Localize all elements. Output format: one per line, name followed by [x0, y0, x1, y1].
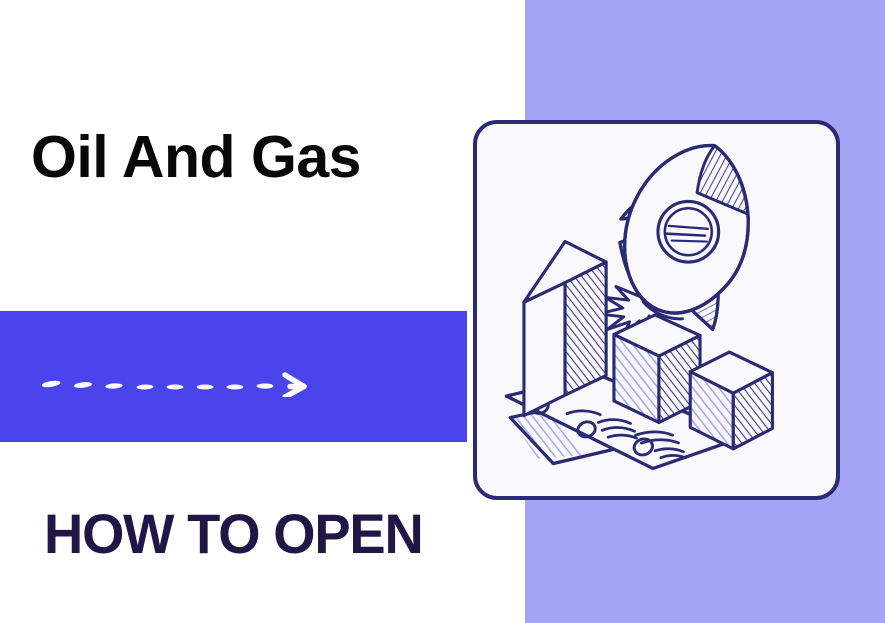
page-title: Oil And Gas	[31, 124, 361, 190]
bullet-circle-icon	[632, 437, 654, 457]
dashed-arrow-svg	[41, 372, 307, 400]
dashed-arrow-right-icon	[41, 367, 312, 400]
rocket-icon	[596, 143, 750, 339]
bar-1	[522, 239, 608, 418]
illustration-card	[473, 120, 840, 500]
rocket-window-icon	[656, 199, 721, 264]
section-heading: HOW TO OPEN	[44, 502, 424, 565]
bullet-circle-icon	[576, 420, 597, 439]
rocket-and-bar-chart-illustration	[504, 143, 774, 471]
accent-banner	[0, 311, 467, 442]
bar-chart-icon	[522, 239, 774, 451]
bar-3	[688, 350, 774, 451]
